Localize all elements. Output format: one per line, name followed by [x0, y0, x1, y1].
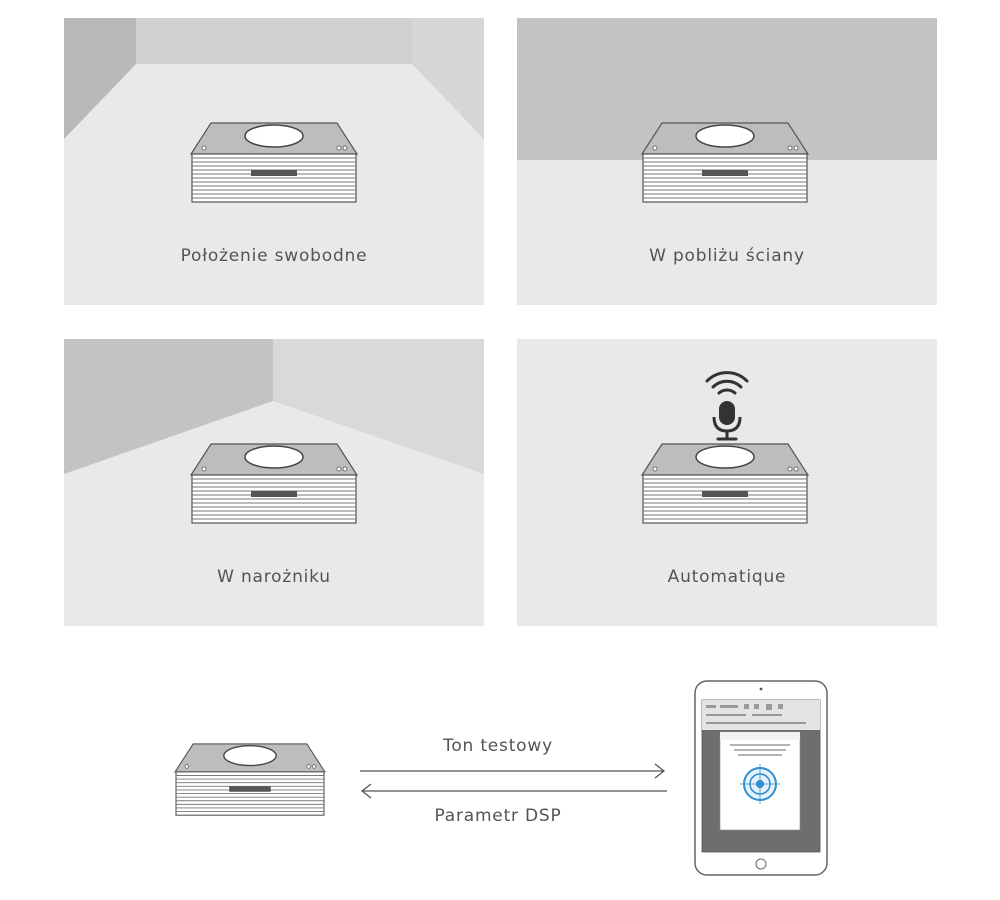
audio-unit-illustration — [189, 443, 359, 525]
back-arrow — [360, 783, 667, 799]
forward-arrow — [360, 763, 666, 779]
calibration-diagram: Ton testowy Parametr DSP — [0, 640, 1000, 900]
audio-unit-illustration — [173, 743, 327, 817]
placement-label: W pobliżu ściany — [649, 246, 805, 266]
placement-label: Położenie swobodne — [180, 246, 368, 266]
audio-unit-illustration — [640, 443, 810, 525]
placement-label: W narożniku — [217, 567, 331, 587]
placement-panel-corner[interactable]: W narożniku — [64, 339, 484, 626]
placement-panel-free[interactable]: Położenie swobodne — [64, 18, 484, 305]
placement-panel-automatic[interactable]: Automatique — [517, 339, 937, 626]
audio-unit-illustration — [189, 122, 359, 204]
tablet-icon — [694, 680, 828, 876]
microphone-icon — [705, 371, 749, 441]
audio-unit-illustration — [640, 122, 810, 204]
dsp-parameter-label: Parametr DSP — [434, 806, 562, 826]
test-tone-label: Ton testowy — [443, 736, 553, 756]
placement-panel-wall[interactable]: W pobliżu ściany — [517, 18, 937, 305]
placement-label: Automatique — [667, 567, 787, 587]
room-illustration — [517, 18, 937, 305]
